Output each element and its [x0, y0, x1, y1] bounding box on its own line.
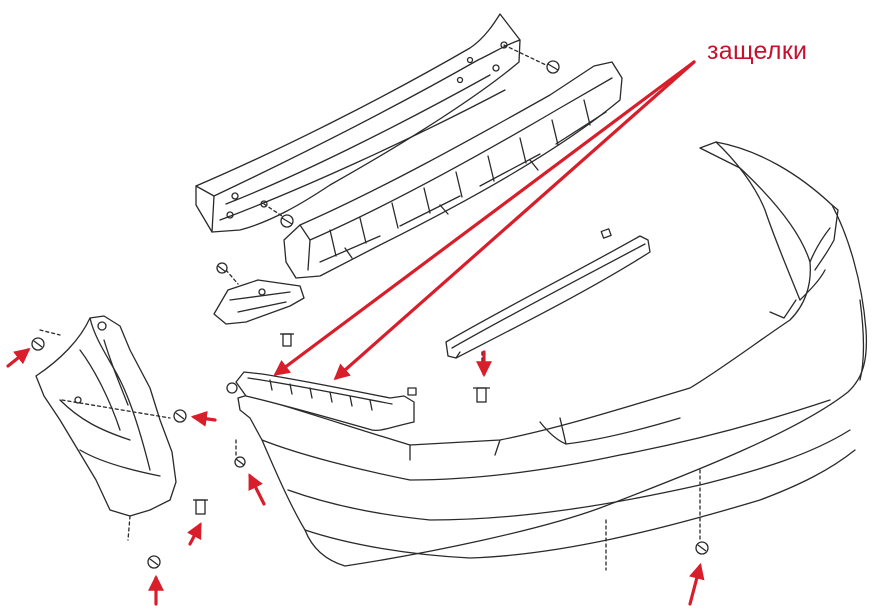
red-arrows: [6, 60, 705, 606]
arrow-splash-mid: [190, 410, 217, 427]
splash-guard: [35, 315, 177, 541]
fasteners: [31, 60, 709, 569]
arrow-bottom: [688, 562, 705, 606]
callout-arrow-upper: [333, 60, 696, 381]
callout-arrow-lower: [273, 60, 696, 376]
arrow-lower-left: [248, 473, 266, 506]
clip-splash-bottom: [147, 555, 161, 569]
arrow-splash-top: [6, 348, 31, 368]
screw-lower-left: [234, 456, 246, 468]
screw-bottom: [695, 541, 709, 555]
bumper-cover: [237, 141, 868, 567]
side-latch-bracket: [235, 371, 417, 432]
clip-bracket-end: [226, 382, 238, 394]
clip-bracket: [216, 262, 228, 274]
arrow-splash-low: [186, 522, 202, 546]
screw-splash-low: [193, 499, 208, 515]
upper-retainer: [445, 228, 651, 373]
energy-absorber: [283, 61, 623, 279]
screw-center: [473, 387, 490, 403]
clip-splash-mid: [173, 409, 187, 423]
latches-callout-label: защелки: [707, 37, 808, 65]
clip-beam-left: [280, 214, 294, 228]
screw-bracket: [280, 333, 294, 347]
clip-splash-top: [31, 337, 45, 351]
clip-beam-right: [546, 60, 560, 74]
reinforcement-beam: [195, 13, 549, 233]
alignment-lines: [39, 329, 701, 571]
mounting-bracket: [213, 269, 305, 325]
